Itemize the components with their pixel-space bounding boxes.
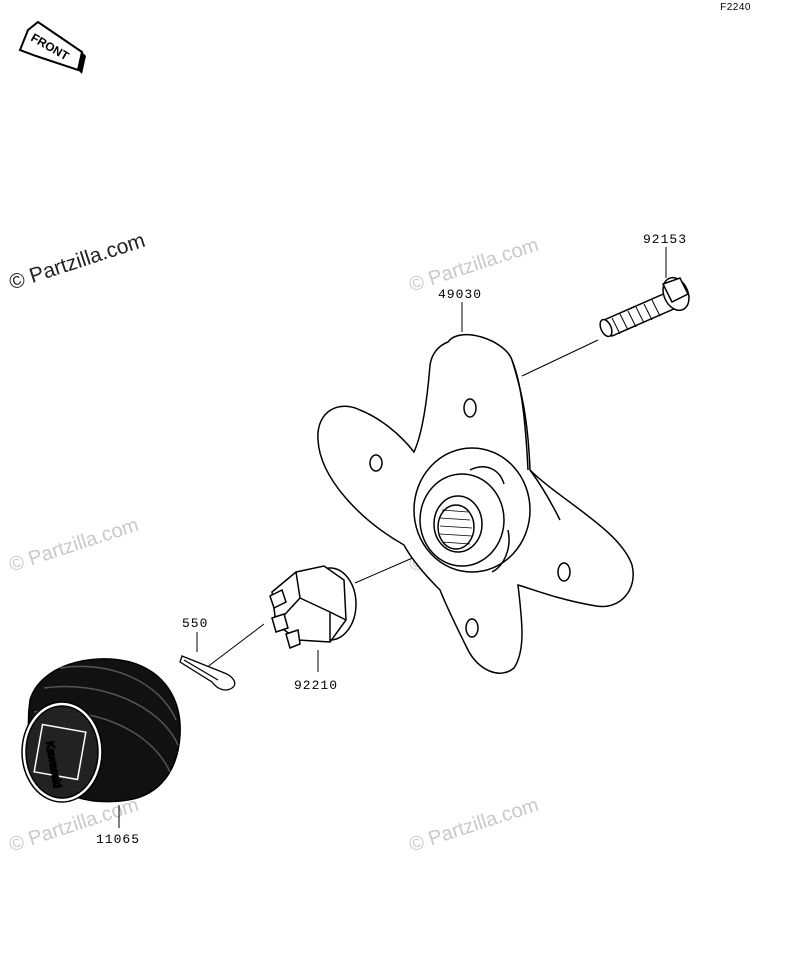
drive-plate-49030 xyxy=(317,333,634,674)
part-number-label: 11065 xyxy=(96,832,141,847)
part-number-label: 49030 xyxy=(438,287,483,302)
bolt-92153 xyxy=(599,276,690,338)
part-number-label: 92210 xyxy=(294,678,339,693)
front-arrow-icon: FRONT xyxy=(18,20,86,74)
figure-code: F2240 xyxy=(720,2,751,13)
part-number-label: 550 xyxy=(182,616,209,631)
castle-nut-92210 xyxy=(269,565,357,650)
part-number-label: 92153 xyxy=(643,232,688,247)
cotter-pin-550 xyxy=(179,655,236,691)
hub-cap-11065: Kawasaki xyxy=(21,658,181,803)
